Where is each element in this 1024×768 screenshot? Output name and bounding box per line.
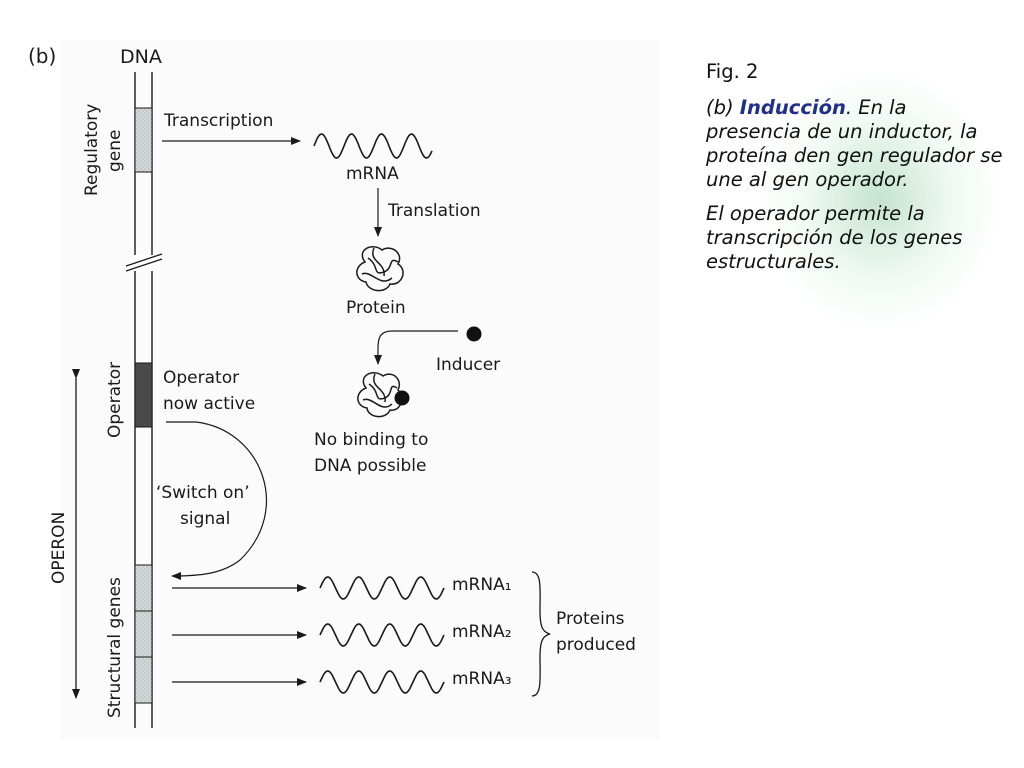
proteins-produced-label-line2: produced xyxy=(556,635,636,655)
no-binding-label-line1: No binding to xyxy=(314,430,428,450)
inducer-molecule xyxy=(466,326,482,342)
transcription-label: Transcription xyxy=(163,111,273,131)
figure-caption: Fig. 2 (b) Inducción. En la presencia de… xyxy=(706,60,1006,284)
operator-active-label-line2: now active xyxy=(163,394,255,414)
mrna3-label: mRNA₃ xyxy=(452,669,512,689)
switch-on-label-line1: ‘Switch on’ xyxy=(156,483,250,503)
regulatory-gene-label-line2: gene xyxy=(105,130,125,172)
proteins-brace xyxy=(531,571,551,697)
panel-label: (b) xyxy=(28,44,56,68)
mrna2-wave xyxy=(319,623,445,647)
translation-label: Translation xyxy=(387,201,481,221)
mrna1-label: mRNA₁ xyxy=(452,575,512,595)
mrna2-label: mRNA₂ xyxy=(452,622,512,642)
caption-highlight xyxy=(760,70,1000,330)
mrna1-wave xyxy=(319,576,445,600)
bound-inducer-molecule xyxy=(394,390,410,406)
mrna-wave xyxy=(313,133,433,159)
strand-break-mark xyxy=(125,258,163,272)
inducer-binding-arrow xyxy=(374,330,458,365)
regulatory-gene-segment xyxy=(134,107,153,173)
figure-number: Fig. 2 xyxy=(706,60,759,83)
regulatory-gene-label-line1: Regulatory xyxy=(82,104,102,196)
caption-prefix: (b) xyxy=(706,96,740,119)
caption-p1-text: . En la presencia de un inductor, la pro… xyxy=(706,96,1003,191)
switch-on-label-line2: signal xyxy=(180,509,230,529)
mrna3-wave xyxy=(319,670,445,694)
no-binding-label-line2: DNA possible xyxy=(314,456,426,476)
switch-on-signal-arrow xyxy=(166,421,267,580)
structural-gene-segment-2 xyxy=(134,610,153,658)
operator-segment xyxy=(134,362,153,428)
caption-paragraph-1: (b) Inducción. En la presencia de un ind… xyxy=(706,96,1006,192)
regulator-protein xyxy=(356,246,404,292)
caption-paragraph-2: El operador permite la transcripción de … xyxy=(706,202,963,273)
structural-gene-segment-3 xyxy=(134,656,153,704)
operon-label: OPERON xyxy=(49,512,69,584)
caption-keyword: Inducción xyxy=(739,96,846,119)
structural-gene-segment-1 xyxy=(134,564,153,612)
mrna-label: mRNA xyxy=(346,164,399,184)
structural-genes-label: Structural genes xyxy=(105,577,125,718)
dna-label: DNA xyxy=(120,46,162,68)
protein-label: Protein xyxy=(346,298,406,318)
inducer-label: Inducer xyxy=(436,355,500,375)
operator-active-label-line1: Operator xyxy=(163,368,239,388)
proteins-produced-label-line1: Proteins xyxy=(556,609,625,629)
operator-label: Operator xyxy=(105,362,125,438)
diagram-background xyxy=(60,40,660,740)
